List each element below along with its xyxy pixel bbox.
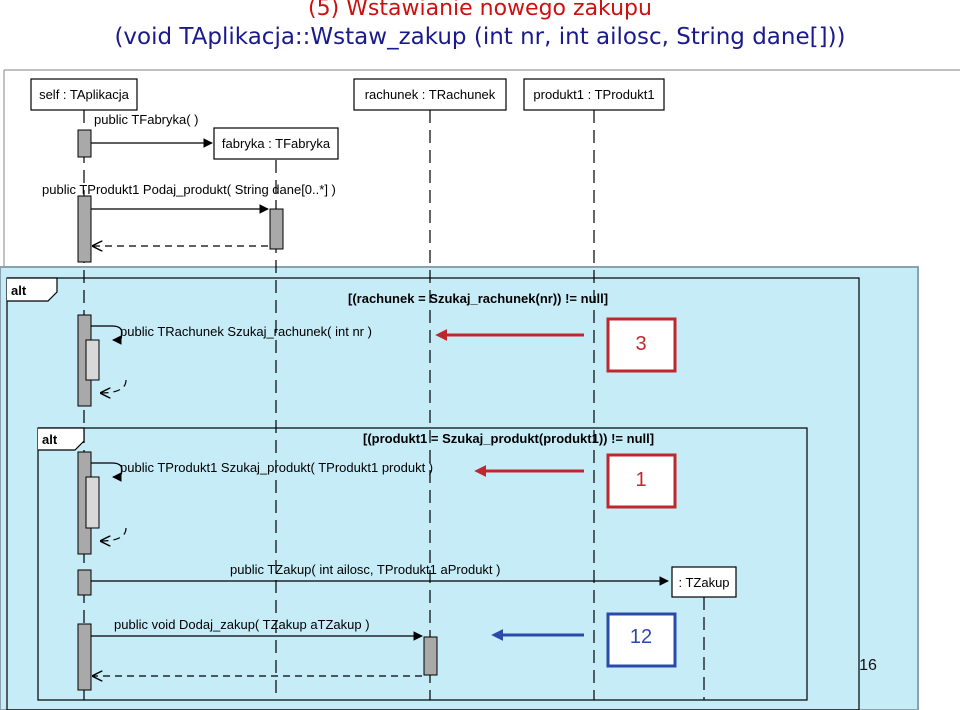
alt-fragment-inner: alt [(produkt1 = Szukaj_produkt(produkt1… — [37, 427, 808, 701]
lifeline-label-produkt1: produkt1 : TProdukt1 — [533, 87, 654, 102]
callout-box-12: 12 — [606, 612, 677, 668]
object-label-tzakup: : TZakup — [678, 575, 729, 590]
callout-label-3: 3 — [635, 333, 646, 355]
activation-self-nested-rachunek — [85, 339, 100, 381]
alt-keyword-outer: alt — [11, 283, 27, 298]
activation-self-dodaj-zakup — [77, 623, 92, 691]
lifeline-label-rachunek: rachunek : TRachunek — [365, 87, 496, 102]
slide-subtitle: (void TAplikacja::Wstaw_zakup (int nr, i… — [114, 24, 846, 50]
activation-self-create-fabryka — [77, 129, 92, 158]
return-arrow-szukaj-rachunek — [101, 379, 127, 393]
alt-region-outer — [0, 266, 919, 710]
callout-box-1: 1 — [606, 453, 677, 509]
message-label-create-tzakup: public TZakup( int ailosc, TProdukt1 aPr… — [230, 562, 500, 577]
message-label-szukaj-rachunek: public TRachunek Szukaj_rachunek( int nr… — [120, 324, 372, 339]
activation-rachunek — [423, 636, 438, 676]
message-arrow-szukaj-produkt — [91, 462, 123, 482]
message-arrow-szukaj-rachunek — [91, 325, 123, 345]
lifeline-head-rachunek: rachunek : TRachunek — [353, 78, 507, 111]
activation-self-podaj-produkt — [77, 195, 92, 263]
object-tzakup: : TZakup — [671, 566, 737, 598]
callout-label-12: 12 — [630, 626, 652, 648]
page-number: 16 — [859, 657, 877, 674]
callout-box-3: 3 — [606, 317, 677, 373]
activation-self-create-tzakup — [77, 569, 92, 596]
alt-guard-inner: [(produkt1 = Szukaj_produkt(produkt1)) !… — [363, 431, 654, 446]
alt-guard-outer: [(rachunek = Szukaj_rachunek(nr)) != nul… — [348, 291, 608, 306]
alt-keyword-inner: alt — [42, 432, 58, 447]
slide-title: (5) Wstawianie nowego zakupu — [308, 0, 652, 21]
message-label-dodaj-zakup: public void Dodaj_zakup( TZakup aTZakup … — [114, 617, 370, 632]
callout-label-1: 1 — [635, 469, 646, 491]
message-label-create-fabryka: public TFabryka( ) — [94, 112, 199, 127]
message-label-szukaj-produkt: public TProdukt1 Szukaj_produkt( TProduk… — [120, 460, 433, 475]
alt-fragment-outer: alt [(rachunek = Szukaj_rachunek(nr)) !=… — [6, 277, 860, 710]
return-arrow-szukaj-produkt — [101, 527, 127, 541]
message-label-podaj-produkt: public TProdukt1 Podaj_produkt( String d… — [42, 182, 336, 197]
activation-fabryka — [269, 208, 284, 250]
object-label-fabryka: fabryka : TFabryka — [222, 136, 331, 151]
activation-self-nested-produkt — [85, 476, 100, 529]
lifeline-head-self: self : TAplikacja — [30, 78, 138, 111]
lifeline-label-self: self : TAplikacja — [39, 87, 130, 102]
object-fabryka: fabryka : TFabryka — [213, 127, 339, 160]
lifeline-head-produkt1: produkt1 : TProdukt1 — [523, 78, 665, 111]
